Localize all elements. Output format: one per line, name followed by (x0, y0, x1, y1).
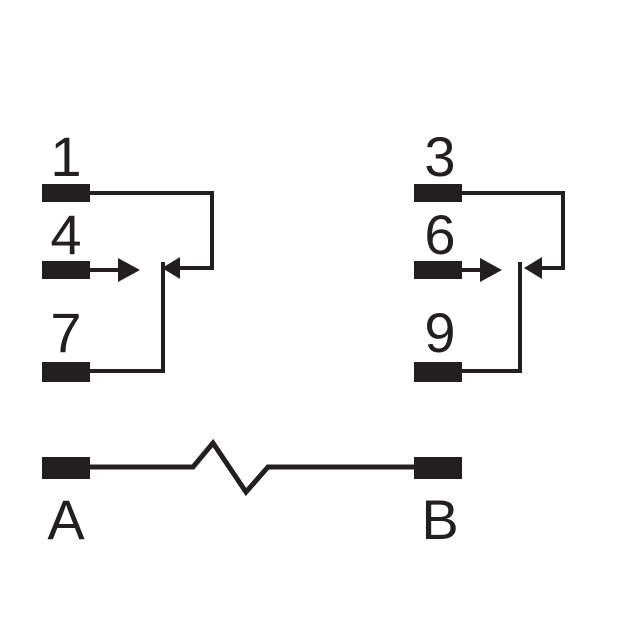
pin-label-1: 1 (50, 125, 81, 188)
terminal-9 (414, 362, 462, 382)
coil-winding (88, 438, 416, 497)
terminal-1 (42, 184, 90, 202)
terminal-4 (42, 261, 90, 279)
pin-label-7: 7 (50, 301, 81, 364)
coil: A B (42, 438, 462, 551)
wire-3-to-common (460, 191, 565, 270)
wire-7-blade (88, 262, 165, 373)
switch-left: 1 4 7 (42, 125, 214, 382)
terminal-a (42, 457, 90, 479)
terminal-3 (414, 184, 462, 202)
pin-label-4: 4 (50, 203, 81, 266)
pin-label-3: 3 (424, 125, 455, 188)
arrowhead-left-common (162, 257, 180, 279)
switch-right: 3 6 9 (414, 125, 565, 382)
arrowhead-right-common (524, 257, 542, 279)
wire-1-to-common (88, 191, 214, 270)
coil-label-b: B (421, 488, 458, 551)
wire-9-blade (460, 262, 522, 373)
terminal-7 (42, 362, 90, 382)
pin-label-6: 6 (424, 203, 455, 266)
terminal-6 (414, 261, 462, 279)
arrowhead-left-contact (118, 258, 140, 282)
terminal-b (414, 457, 462, 479)
arrowhead-right-contact (480, 258, 502, 282)
pin-label-9: 9 (424, 301, 455, 364)
coil-label-a: A (47, 488, 85, 551)
